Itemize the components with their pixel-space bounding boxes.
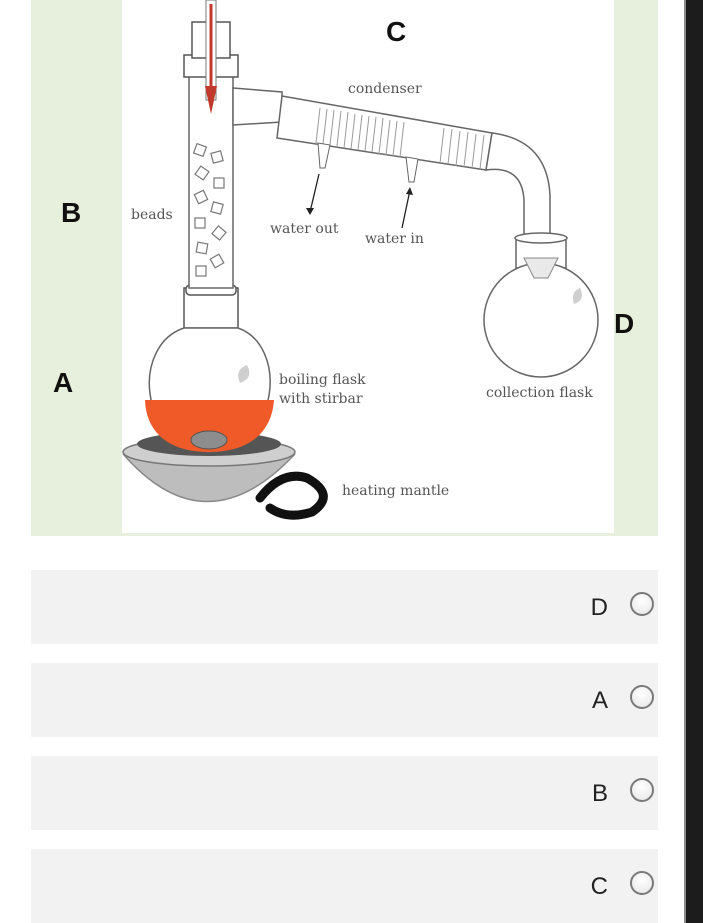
column-beads	[192, 142, 227, 277]
collection-flask	[483, 262, 599, 378]
page-edge	[684, 0, 686, 923]
radio-button[interactable]	[630, 685, 654, 709]
diagram-letter-b: B	[61, 197, 82, 228]
diagram-letter-a: A	[53, 367, 74, 398]
answer-option-label: D	[590, 594, 608, 621]
distillation-diagram: condenser beads water out water in boili…	[122, 0, 614, 533]
flask-liquid	[145, 400, 274, 452]
window-edge	[686, 0, 703, 923]
radio-button[interactable]	[630, 871, 654, 895]
radio-button[interactable]	[630, 592, 654, 616]
boiling-flask-label: boiling flask	[279, 372, 366, 388]
condenser-label: condenser	[348, 81, 422, 97]
heating-mantle	[122, 454, 296, 503]
water-out-port	[317, 142, 331, 169]
question-image-panel: condenser beads water out water in boili…	[31, 0, 658, 536]
answer-option-label: A	[591, 687, 608, 714]
answer-option-a[interactable]: A	[31, 663, 658, 737]
water-in-label: water in	[365, 231, 424, 247]
stirbar	[190, 430, 228, 450]
mantle-cord	[255, 471, 328, 520]
radio-button[interactable]	[630, 778, 654, 802]
diagram-letter-c: C	[386, 16, 407, 47]
answer-option-c[interactable]: C	[31, 849, 658, 923]
collection-flask-label: collection flask	[486, 385, 593, 401]
answer-option-b[interactable]: B	[31, 756, 658, 830]
beads-label: beads	[131, 207, 173, 223]
diagram-letter-d: D	[614, 308, 635, 339]
water-in-port	[405, 156, 419, 183]
heating-mantle-label: heating mantle	[342, 483, 450, 499]
answer-option-d[interactable]: D	[31, 570, 658, 644]
distillation-apparatus-drawing	[122, 0, 599, 520]
adapter	[485, 132, 551, 263]
answer-option-label: C	[590, 873, 608, 900]
page: condenser beads water out water in boili…	[0, 0, 686, 923]
side-arm	[232, 87, 283, 126]
answer-option-label: B	[591, 780, 608, 807]
condenser-coil	[315, 107, 485, 170]
stirbar-label: with stirbar	[279, 391, 363, 407]
water-out-label: water out	[270, 221, 339, 237]
